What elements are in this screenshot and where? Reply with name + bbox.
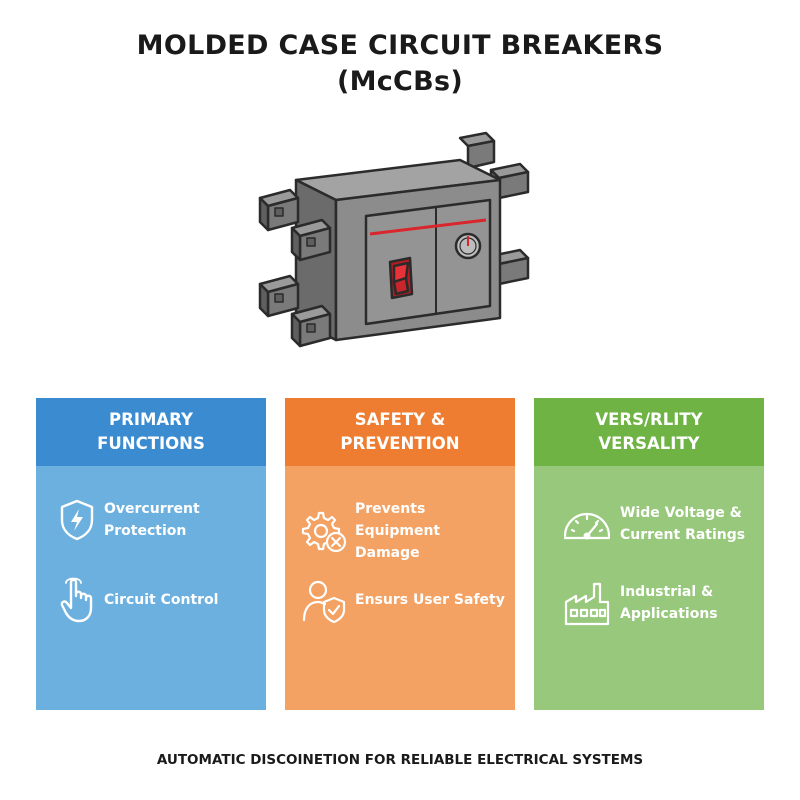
item-label-line: Circuit Control: [104, 592, 219, 608]
card-heading-line: FUNCTIONS: [97, 434, 205, 453]
list-item: Ensurs User Safety: [301, 576, 507, 624]
page-title: MOLDED CASE CIRCUIT BREAKERS: [136, 30, 664, 61]
card-primary-functions: PRIMARY FUNCTIONS Overcurrent Protection…: [36, 398, 266, 710]
page-subtitle: (McCBs): [336, 66, 464, 97]
shield-lightning-icon: [60, 499, 94, 541]
item-label-line: Applications: [620, 606, 718, 622]
item-label-line: Prevents Equipment: [355, 501, 441, 539]
item-label-line: Protection: [104, 523, 187, 539]
hand-pointer-icon: [60, 577, 93, 623]
card-heading-line: PREVENTION: [340, 434, 460, 453]
card-heading: PRIMARY FUNCTIONS: [36, 398, 266, 466]
list-item: Circuit Control: [58, 576, 258, 624]
card-heading: SAFETY & PREVENTION: [285, 398, 515, 466]
card-heading-line: VERS/RLITY: [595, 410, 703, 429]
list-item: Overcurrent Protection: [58, 498, 258, 542]
card-heading-line: SAFETY &: [354, 410, 446, 429]
item-label-line: Damage: [355, 545, 420, 561]
list-item: Prevents Equipment Damage: [301, 498, 507, 564]
gauge-icon: [563, 512, 611, 540]
item-label-line: Industrial &: [620, 584, 714, 600]
item-label-line: Wide Voltage &: [620, 505, 742, 521]
card-versatility: VERS/RLITY VERSALITY Wide Voltage & Curr…: [534, 398, 764, 710]
card-heading-line: PRIMARY: [109, 410, 193, 429]
circuit-breaker-illustration: [258, 131, 530, 348]
card-heading: VERS/RLITY VERSALITY: [534, 398, 764, 466]
footer-tagline: AUTOMATIC DISCOINETION FOR RELIABLE ELEC…: [156, 752, 644, 768]
card-heading-line: VERSALITY: [598, 434, 700, 453]
factory-icon: [564, 582, 610, 626]
list-item: Industrial & Applications: [562, 578, 756, 628]
item-label-line: Ensurs User Safety: [355, 592, 505, 608]
list-item: Wide Voltage & Current Ratings: [562, 502, 756, 546]
card-safety-prevention: SAFETY & PREVENTION Prevents Equipment D…: [285, 398, 515, 710]
user-shield-icon: [302, 580, 346, 624]
gear-x-icon: [301, 511, 347, 553]
item-label-line: Overcurrent: [104, 501, 200, 517]
item-label-line: Current Ratings: [620, 527, 746, 543]
